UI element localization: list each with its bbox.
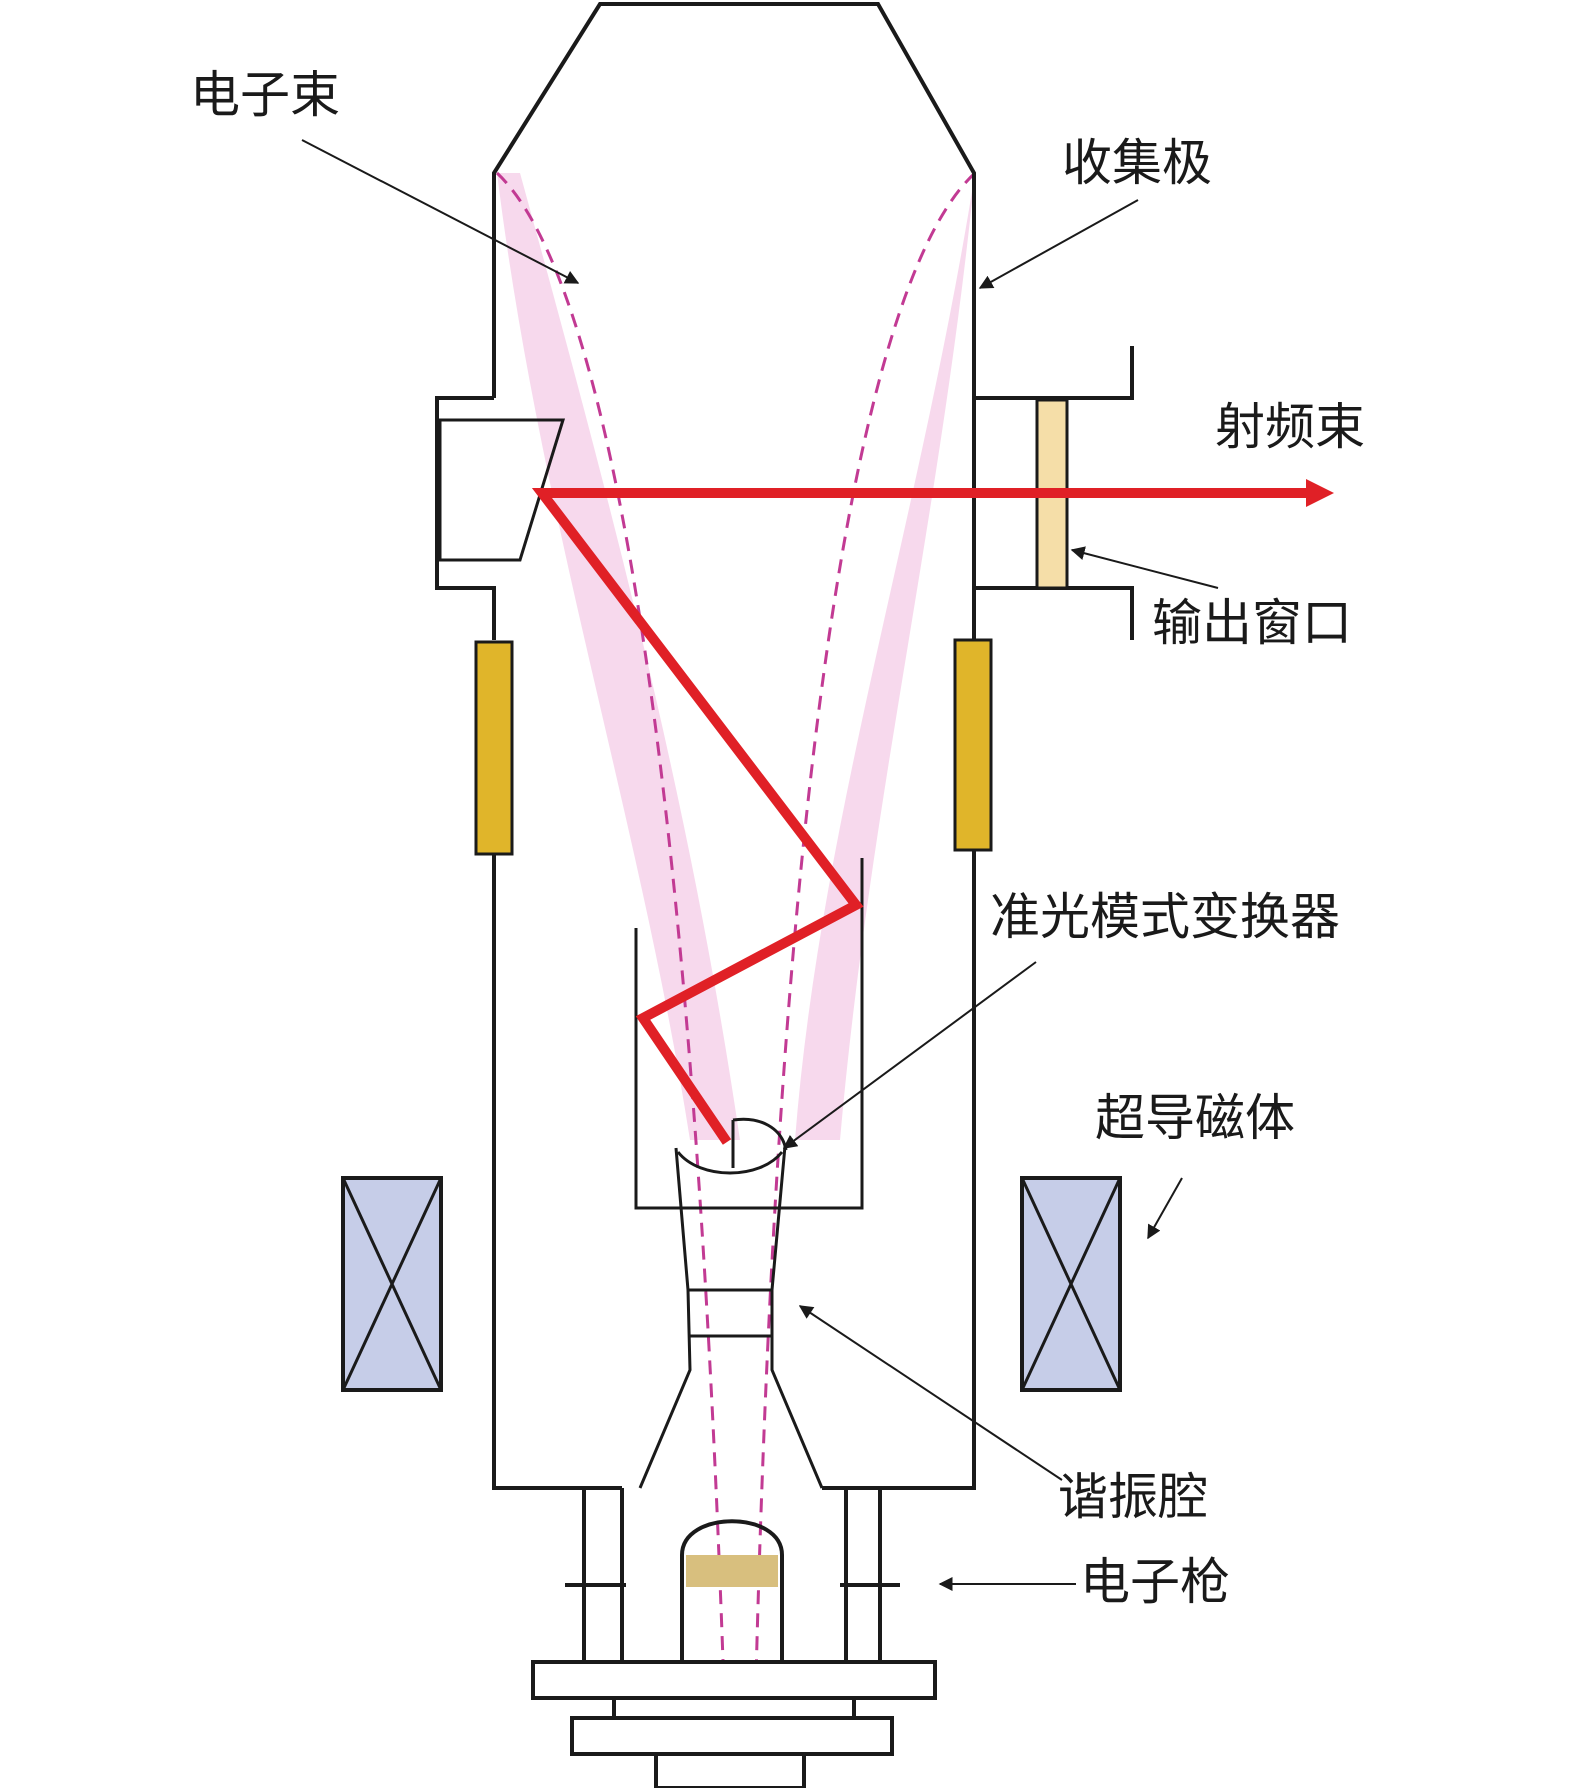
leader-lines [301,139,1219,1591]
leader-output-window [1070,546,1219,589]
tube-right-wall [822,346,1134,1490]
cathode [686,1555,778,1587]
resonant-cavity [638,1117,824,1489]
electron-beam-right-dash [753,171,977,1721]
mirror-enclosure [634,858,864,1210]
gun-flange-2 [612,1696,856,1720]
electron-beam [495,171,977,1721]
magnet-left [341,1176,443,1392]
label-rf-beam: 射频束 [1215,398,1365,456]
electron-beam-left-dash [495,171,727,1721]
leader-collector [978,199,1139,289]
coil-right [953,638,993,852]
electron-beam-right-fill [795,173,975,1140]
leader-mode-converter [782,961,1037,1149]
label-superconducting-magnet: 超导磁体 [1095,1089,1295,1147]
label-mode-converter: 准光模式变换器 [990,888,1340,946]
label-electron-beam: 电子束 [190,66,340,124]
gun-flange-3 [570,1716,894,1756]
tube-body [435,2,1134,1490]
coil-left [474,640,514,856]
label-electron-gun: 电子枪 [1080,1553,1230,1611]
launcher-box [438,418,566,562]
label-resonant-cavity: 谐振腔 [1058,1468,1208,1526]
electron-beam-left-fill [497,173,740,1140]
leader-cavity [798,1305,1063,1481]
leader-magnet [1147,1177,1183,1240]
rf-beam-arrowhead [1306,479,1334,507]
collector-outline [492,2,976,398]
magnet-right [1020,1176,1122,1392]
leader-electron-beam [301,139,580,284]
label-output-window: 输出窗口 [1152,594,1352,652]
tube-left-wall [435,396,622,1490]
gun-base [654,1752,806,1790]
window-flange-bottom [974,586,1134,640]
electron-gun [531,1488,937,1790]
rf-beam-path [531,479,1334,1145]
label-collector: 收集极 [1062,134,1212,192]
gun-flange-1 [531,1660,937,1700]
